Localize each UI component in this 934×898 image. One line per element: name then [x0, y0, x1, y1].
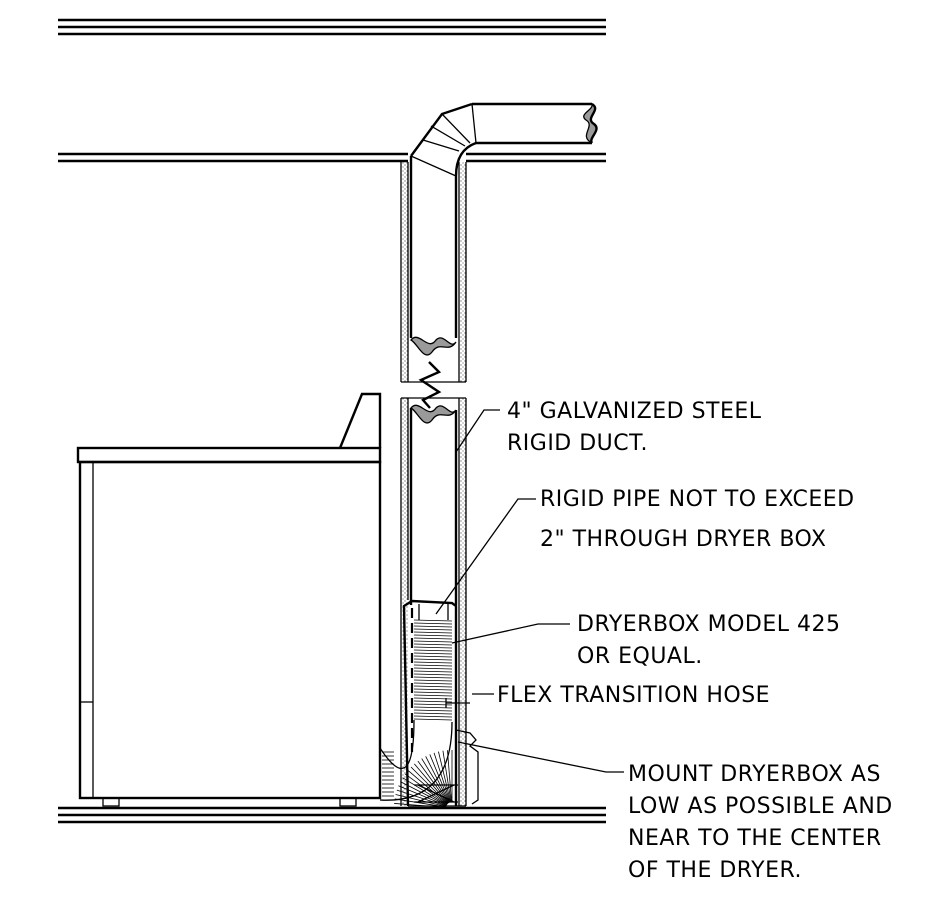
- hose-rib: [413, 643, 453, 646]
- hose-rib: [429, 754, 451, 803]
- hose-rib: [413, 673, 453, 676]
- hose-rib: [417, 760, 449, 804]
- hose-rib: [413, 634, 453, 637]
- flex-transition-hose: [379, 619, 453, 809]
- hose-rib: [413, 664, 453, 667]
- hose-rib: [398, 785, 447, 807]
- note-mount-line-3: NEAR TO THE CENTER: [628, 826, 882, 851]
- hose-rib: [413, 694, 453, 697]
- hose-rib: [413, 637, 453, 640]
- hose-rib: [413, 676, 453, 679]
- hose-rib: [413, 649, 453, 652]
- note-duct: 4" GALVANIZED STEEL RIGID DUCT.: [507, 399, 769, 456]
- dryer-top: [76, 446, 382, 464]
- hose-rib: [413, 682, 453, 685]
- hose-rib: [413, 655, 453, 658]
- hose-rib: [396, 789, 447, 807]
- note-rigid-pipe-line-2: 2" THROUGH DRYER BOX: [540, 527, 827, 552]
- note-duct-line-1: 4" GALVANIZED STEEL: [507, 399, 762, 424]
- hose-rib: [413, 667, 453, 670]
- hose-rib: [410, 766, 449, 805]
- note-duct-line-2: RIGID DUCT.: [507, 431, 648, 456]
- hose-rib: [413, 670, 453, 673]
- hose-rib: [394, 798, 447, 808]
- upper-floor-lines: [58, 152, 606, 163]
- dryerbox-bottom-bracing: [408, 784, 466, 807]
- hose-rib: [395, 794, 447, 807]
- hose-rib: [379, 719, 415, 770]
- hose-rib: [394, 803, 447, 808]
- hose-rib: [413, 628, 453, 631]
- note-rigid-pipe-line-1: RIGID PIPE NOT TO EXCEED: [540, 487, 855, 512]
- dryer-foot-left: [102, 797, 120, 807]
- duct-break-lower: [410, 404, 457, 424]
- hose-rib: [413, 631, 453, 634]
- hose-rib: [413, 709, 453, 712]
- hose-rib: [413, 625, 453, 628]
- top-ceiling-lines: [58, 18, 606, 36]
- hose-rib: [442, 750, 452, 803]
- note-mount-line-1: MOUNT DRYERBOX AS: [628, 762, 881, 787]
- dryer-foot-right: [339, 797, 357, 807]
- note-flex-hose: FLEX TRANSITION HOSE: [497, 683, 770, 708]
- dryerbox: [402, 599, 479, 807]
- note-flex-hose-line-1: FLEX TRANSITION HOSE: [497, 683, 770, 708]
- hose-rib: [413, 619, 453, 622]
- hose-rib: [425, 756, 450, 803]
- leader-lines: [435, 409, 624, 773]
- hose-rib: [402, 777, 448, 806]
- hose-rib: [413, 679, 453, 682]
- hose-rib: [413, 622, 453, 625]
- hose-rib: [413, 715, 453, 718]
- rigid-duct: [409, 102, 598, 605]
- note-mount-line-4: OF THE DRYER.: [628, 858, 802, 883]
- hose-rib: [413, 640, 453, 643]
- hose-rib: [413, 688, 453, 691]
- hose-rib: [438, 751, 451, 803]
- hose-rib: [413, 691, 453, 694]
- hose-rib: [413, 718, 453, 721]
- note-dryerbox: DRYERBOX MODEL 425 OR EQUAL.: [577, 612, 848, 669]
- duct-break-upper: [410, 336, 457, 356]
- hose-rib: [447, 750, 452, 803]
- wall-section: [400, 162, 467, 806]
- hose-rib: [413, 652, 453, 655]
- dryer: [76, 392, 382, 807]
- note-mount: MOUNT DRYERBOX AS LOW AS POSSIBLE AND NE…: [628, 762, 900, 883]
- hose-rib: [379, 721, 453, 801]
- hose-rib: [413, 658, 453, 661]
- hose-rib: [413, 661, 453, 664]
- note-dryerbox-line-1: DRYERBOX MODEL 425: [577, 612, 841, 637]
- note-mount-line-2: LOW AS POSSIBLE AND: [628, 794, 893, 819]
- bottom-floor-lines: [58, 806, 606, 824]
- hose-rib: [400, 781, 447, 806]
- note-rigid-pipe: RIGID PIPE NOT TO EXCEED 2" THROUGH DRYE…: [540, 487, 862, 552]
- break-symbol: [418, 361, 442, 409]
- dryer-cabinet: [78, 460, 382, 800]
- hose-rib: [414, 763, 449, 804]
- hose-rib: [413, 646, 453, 649]
- hose-rib: [413, 712, 453, 715]
- dryer-console: [338, 392, 382, 449]
- hose-rib: [413, 685, 453, 688]
- hose-rib: [407, 770, 448, 805]
- hose-rib: [433, 752, 451, 803]
- note-dryerbox-line-2: OR EQUAL.: [577, 644, 703, 669]
